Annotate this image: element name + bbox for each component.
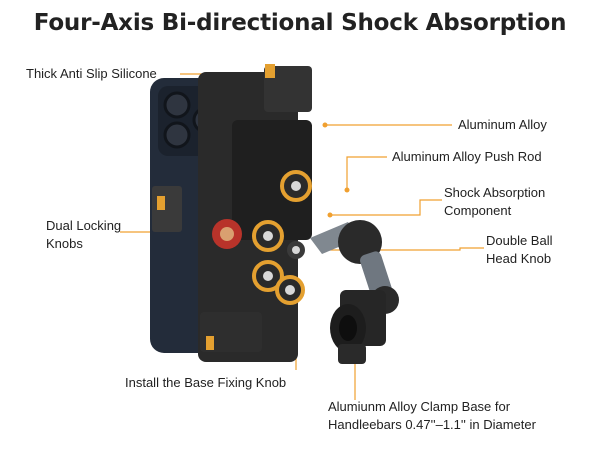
label-clamp-base: Alumiunm Alloy Clamp Base for Handleebar… xyxy=(328,398,536,434)
label-double-ball-head-knob: Double Ball Head Knob xyxy=(486,232,553,268)
label-shock-line-2: Component xyxy=(444,203,512,218)
label-locking-line-1: Dual Locking xyxy=(46,218,122,233)
label-shock-absorption: Shock Absorption Component xyxy=(444,184,545,220)
label-base-fixing-knob: Install the Base Fixing Knob xyxy=(125,375,287,390)
page-title: Four-Axis Bi-directional Shock Absorptio… xyxy=(33,10,567,36)
label-clamp-line-1: Alumiunm Alloy Clamp Base for xyxy=(328,399,511,414)
label-aluminum-alloy: Aluminum Alloy xyxy=(458,117,547,132)
label-push-rod: Aluminum Alloy Push Rod xyxy=(392,149,542,164)
ball-arm xyxy=(310,220,399,314)
label-locking-line-2: Knobs xyxy=(46,236,83,251)
clamp-base xyxy=(330,290,386,364)
knobs xyxy=(212,170,312,305)
label-ball-line-2: Head Knob xyxy=(486,251,552,266)
label-shock-line-1: Shock Absorption xyxy=(444,185,546,200)
label-dual-locking-knobs: Dual Locking Knobs xyxy=(46,217,121,253)
label-anti-slip-silicone: Thick Anti Slip Silicone xyxy=(26,66,157,81)
label-ball-line-1: Double Ball xyxy=(486,233,553,248)
label-clamp-line-2: Handleebars 0.47''–1.1'' in Diameter xyxy=(328,417,536,432)
